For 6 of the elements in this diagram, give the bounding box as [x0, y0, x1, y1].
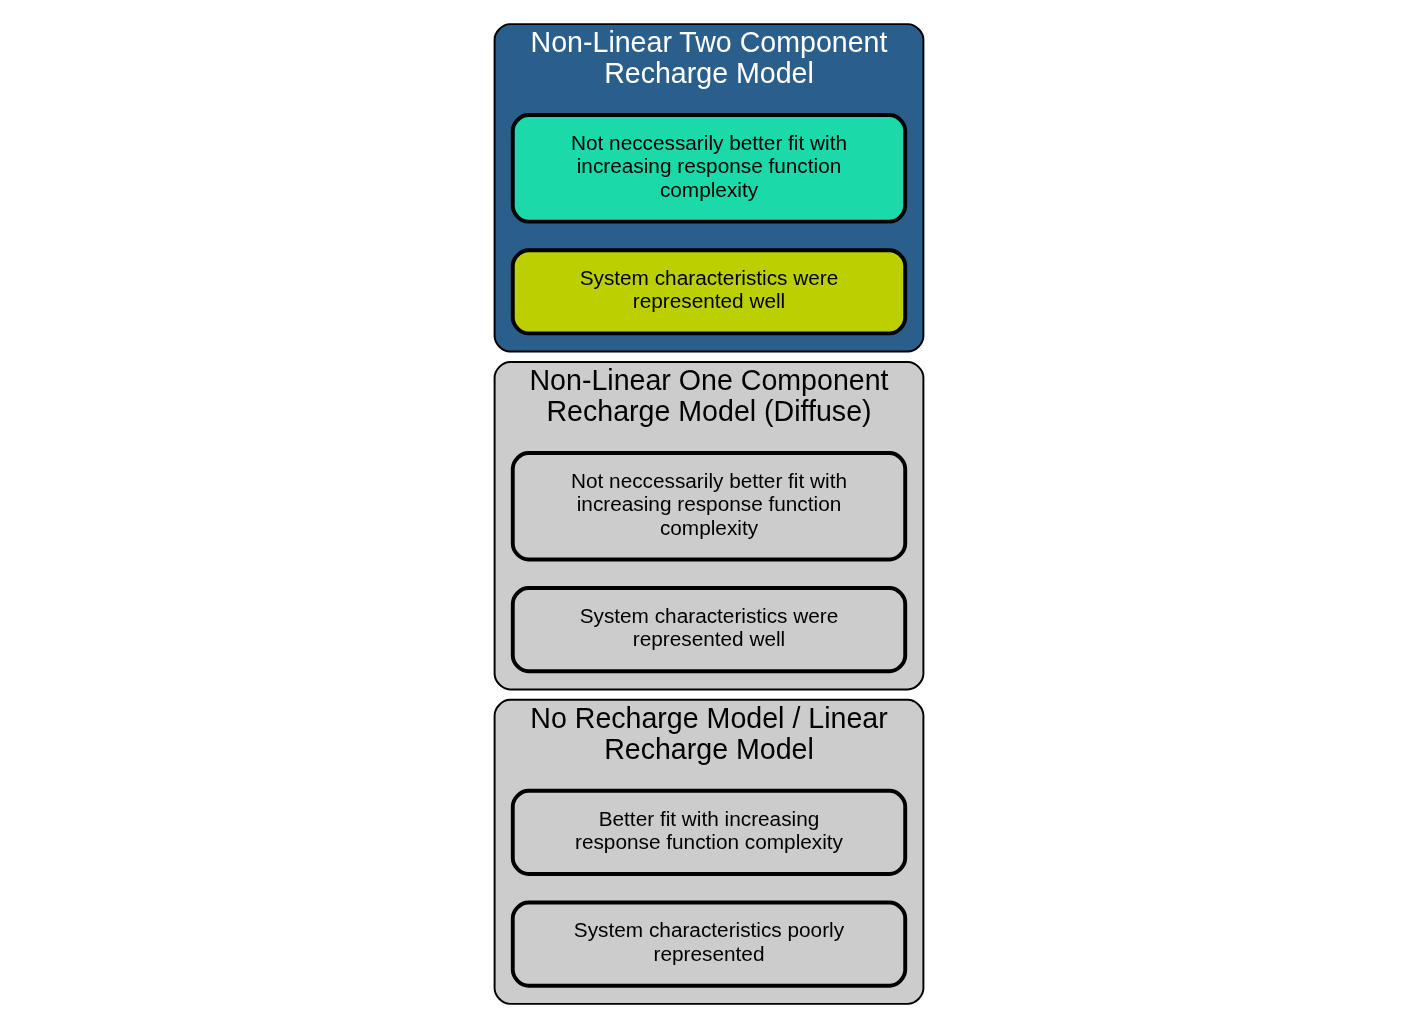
node-box: System characteristics were represented well: [510, 586, 907, 674]
node-box: System characteristics poorly represented: [510, 900, 907, 988]
node-box: System characteristics were represented well: [510, 248, 907, 336]
node-box: Better fit with increasing response function complexity: [510, 788, 907, 876]
node-box: Not neccessarily better fit with increasing response function complexity: [510, 451, 907, 562]
node-box: Not neccessarily better fit with increasing response function complexity: [510, 113, 907, 224]
